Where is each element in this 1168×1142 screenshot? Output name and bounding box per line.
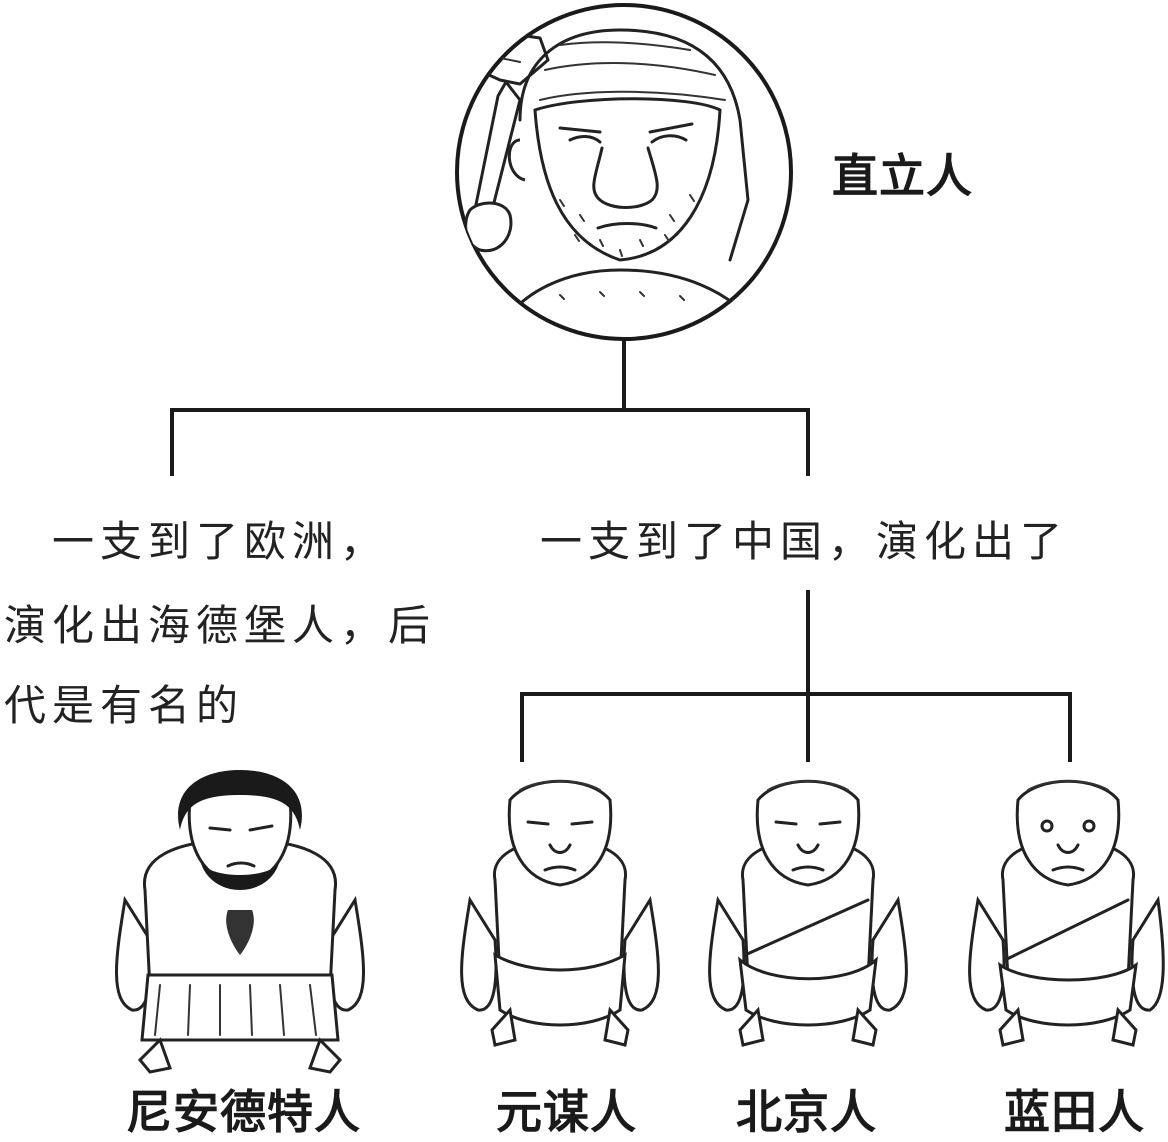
homo-erectus-portrait — [448, 5, 791, 339]
yuanmou-label: 元谋人 — [496, 1076, 637, 1142]
europe-branch-line-2: 演化出海德堡人，后 — [4, 592, 436, 653]
peking-man-label: 北京人 — [736, 1076, 877, 1142]
lantian-figure — [970, 781, 1164, 1045]
yuanmou-figure — [462, 781, 659, 1045]
neanderthal-label: 尼安德特人 — [126, 1076, 361, 1142]
neanderthal-figure — [116, 770, 363, 1072]
europe-branch-line-3: 代是有名的 — [4, 672, 244, 733]
china-branch-text: 一支到了中国，演化出了 — [540, 508, 1068, 569]
europe-branch-line-1: 一支到了欧洲， — [4, 508, 388, 569]
peking-man-figure — [710, 781, 907, 1045]
lantian-label: 蓝田人 — [1004, 1076, 1145, 1142]
homo-erectus-label: 直立人 — [832, 140, 973, 206]
